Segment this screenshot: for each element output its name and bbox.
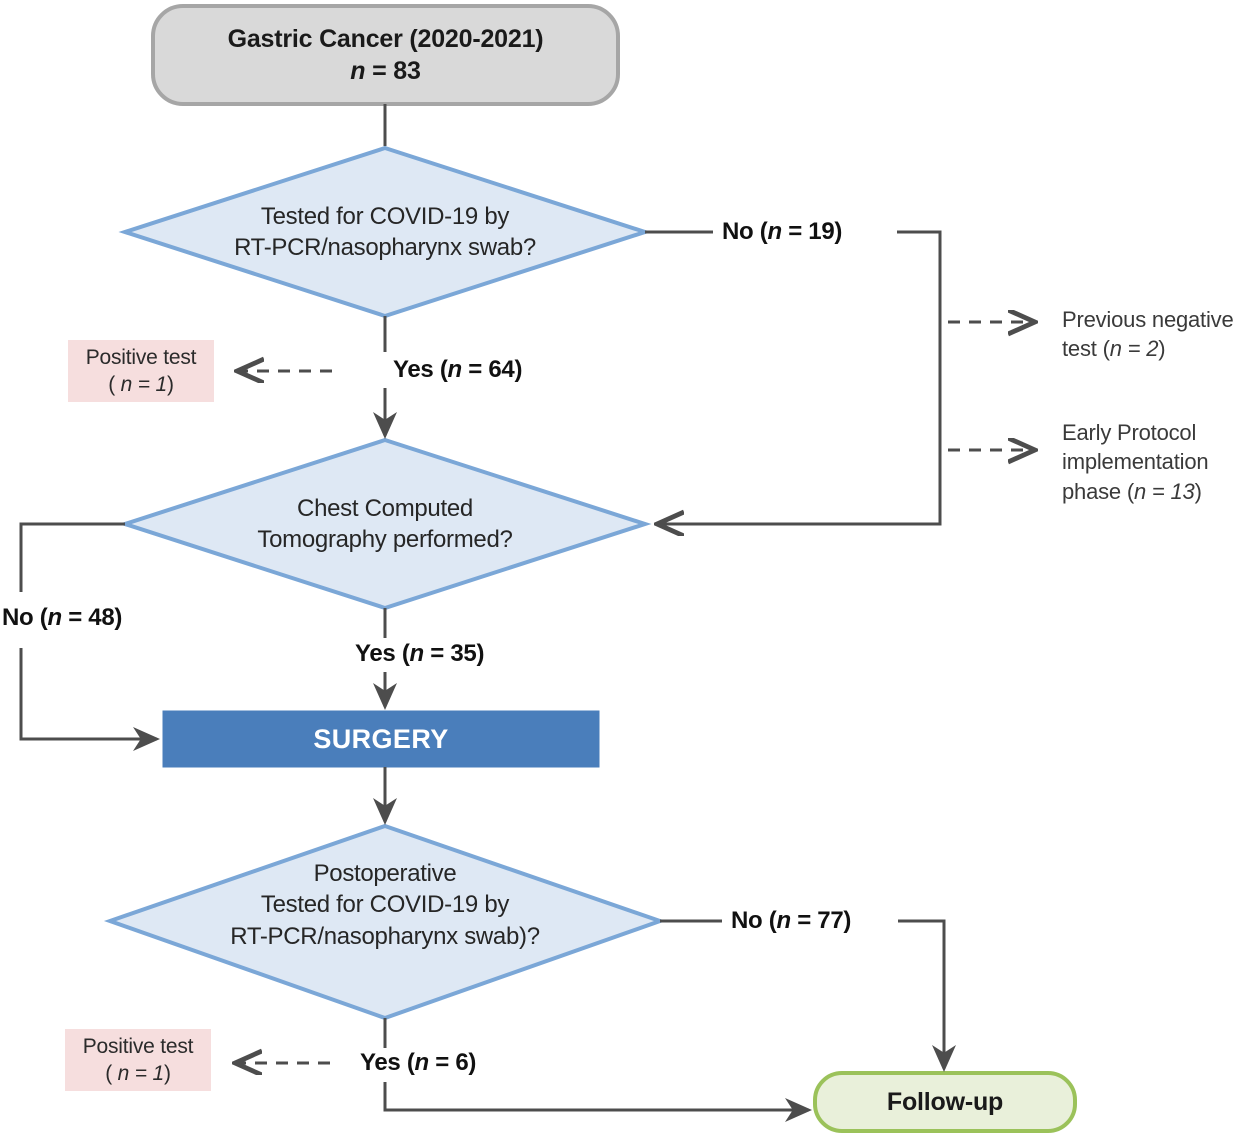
- previous-negative-test-note: Previous negative test (n = 2): [1062, 305, 1252, 364]
- positive-test-postop-paren-close: ): [163, 1062, 171, 1085]
- positive-test-preop-line2: ( n = 1): [108, 371, 174, 398]
- edge-label-yes-64-n: n: [447, 356, 463, 383]
- edge-label-yes-6-suffix: = 6): [428, 1049, 477, 1076]
- positive-test-postop-paren-open: (: [105, 1062, 118, 1085]
- positive-test-pre-shape: [68, 340, 214, 402]
- edge-label-no-77-prefix: No (: [731, 907, 777, 934]
- edge-label-yes-35-prefix: Yes (: [355, 640, 410, 667]
- edge-label-no-77-suffix: = 77): [790, 907, 852, 934]
- early-protocol-prefix: phase (: [1062, 478, 1134, 504]
- edge-label-no-77-n: n: [776, 907, 791, 934]
- edge-label-yes-64-suffix: = 64): [461, 356, 523, 383]
- edge-decision3-yes-lower: [383, 1082, 812, 1122]
- positive-test-preop-n: n = 1: [120, 373, 167, 396]
- edge-label-no-48: No (n = 48): [2, 604, 122, 632]
- edge-label-no-19: No (n = 19): [722, 218, 842, 246]
- edge-label-yes-64: Yes (n = 64): [393, 356, 522, 384]
- positive-test-preop-callout: Positive test ( n = 1): [68, 340, 214, 402]
- edge-label-no-48-prefix: No (: [2, 604, 48, 631]
- decision-3-shape: [103, 823, 667, 1021]
- previous-negative-test-n: n = 2: [1109, 336, 1159, 362]
- early-protocol-line2: implementation: [1062, 449, 1209, 475]
- previous-negative-test-prefix: test (: [1062, 336, 1110, 362]
- previous-negative-test-line2: test (n = 2): [1062, 334, 1252, 363]
- edge-label-yes-35: Yes (n = 35): [355, 640, 484, 668]
- edge-decision2-no-bottom: [19, 648, 160, 751]
- surgery-node-shape: [162, 710, 600, 768]
- edge-label-no-77: No (n = 77): [731, 907, 851, 935]
- positive-test-postop-callout: Positive test ( n = 1): [65, 1029, 211, 1091]
- edge-decision2-no-top: [19, 522, 125, 592]
- followup-node-shape: [813, 1071, 1077, 1133]
- early-protocol-line3: phase (n = 13): [1062, 477, 1253, 506]
- positive-test-postop-line1: Positive test: [82, 1034, 194, 1058]
- edge-label-no-48-suffix: = 48): [61, 604, 123, 631]
- edge-label-no-19-suffix: = 19): [781, 218, 843, 245]
- early-protocol-line1: Early Protocol: [1062, 420, 1197, 445]
- edge-label-no-48-n: n: [47, 604, 62, 631]
- positive-test-preop-paren-close: ): [166, 373, 174, 396]
- edge-label-yes-6-n: n: [414, 1049, 430, 1076]
- edge-label-yes-64-prefix: Yes (: [393, 356, 448, 383]
- edge-label-yes-35-n: n: [409, 640, 425, 667]
- start-node-shape: [151, 4, 620, 106]
- previous-negative-test-suffix: ): [1158, 336, 1166, 362]
- early-protocol-suffix: ): [1194, 478, 1202, 504]
- early-protocol-note: Early Protocol implementation phase (n =…: [1062, 418, 1253, 506]
- positive-test-preop-paren-open: (: [108, 373, 121, 396]
- edge-label-yes-6: Yes (n = 6): [360, 1049, 476, 1077]
- edge-label-yes-35-suffix: = 35): [423, 640, 485, 667]
- decision-1-shape: [118, 145, 652, 319]
- edge-no19-to-decision2: [660, 230, 942, 524]
- decision-2-shape: [118, 437, 652, 611]
- positive-test-post-shape: [65, 1029, 211, 1091]
- early-protocol-n: n = 13: [1133, 478, 1195, 504]
- positive-test-postop-n: n = 1: [117, 1062, 164, 1085]
- edge-label-no-19-prefix: No (: [722, 218, 768, 245]
- edge-label-no-19-n: n: [767, 218, 782, 245]
- positive-test-postop-line2: ( n = 1): [105, 1060, 171, 1087]
- edge-label-yes-6-prefix: Yes (: [360, 1049, 415, 1076]
- edge-no77-to-followup: [898, 919, 956, 1072]
- positive-test-preop-line1: Positive test: [85, 345, 197, 369]
- previous-negative-test-line1: Previous negative: [1062, 307, 1234, 332]
